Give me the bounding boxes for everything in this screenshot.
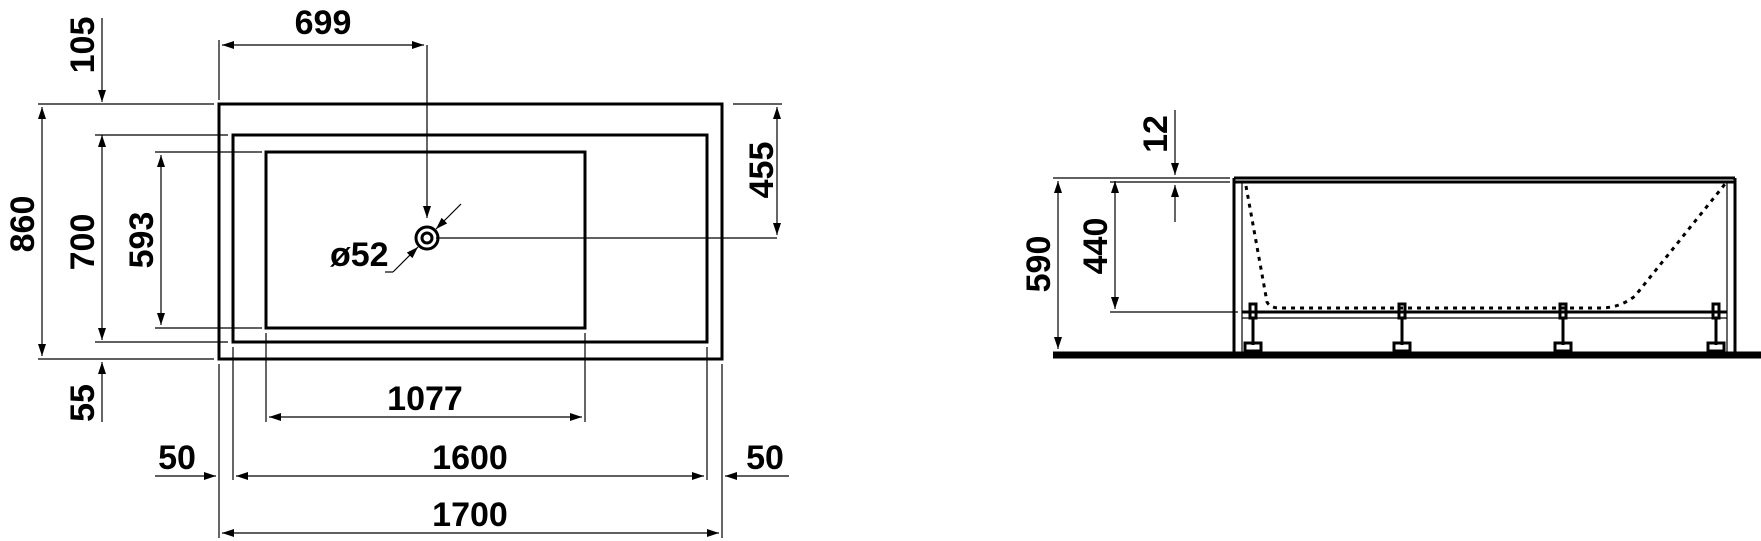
dim-105: 105: [64, 17, 102, 74]
dim-drain-diameter: ø52: [330, 236, 389, 274]
basin-profile: [1244, 183, 1727, 310]
drain-icon: [385, 45, 777, 273]
dim-860: 860: [4, 196, 42, 253]
dim-50-left: 50: [158, 439, 196, 477]
dim-50-right: 50: [746, 439, 784, 477]
plan-view: 699 105 860 700 593 ø52 455 55 107: [4, 4, 789, 538]
dim-700: 700: [64, 214, 102, 271]
dim-1077: 1077: [387, 380, 463, 418]
basin-outline: [264, 150, 587, 330]
support-legs: [1243, 302, 1726, 353]
dim-1700: 1700: [432, 496, 508, 534]
dim-455: 455: [743, 142, 781, 199]
side-view: 12 590 440: [1020, 110, 1761, 359]
dim-12: 12: [1137, 115, 1175, 153]
dim-440: 440: [1077, 218, 1115, 275]
dim-593: 593: [123, 212, 161, 269]
dim-55: 55: [64, 384, 102, 422]
dim-699: 699: [295, 4, 352, 42]
dim-1600: 1600: [432, 439, 508, 477]
outer-rim: [217, 102, 724, 361]
dim-590: 590: [1020, 236, 1058, 293]
